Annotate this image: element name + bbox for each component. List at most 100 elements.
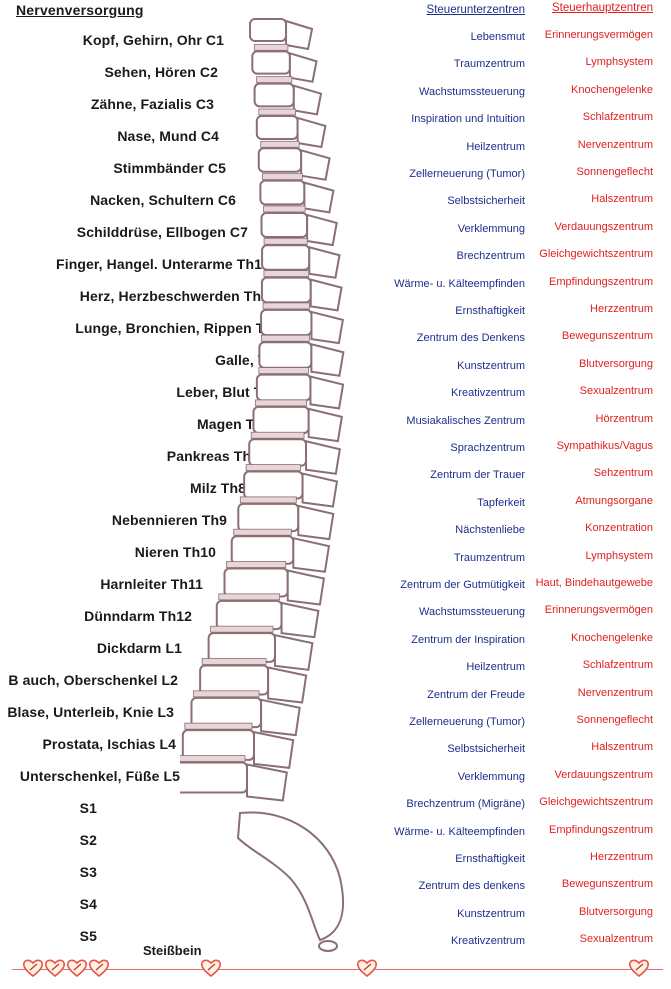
middle-item: Kunstzentrum [335, 908, 525, 920]
spinous-process [293, 538, 329, 572]
intervertebral-disc [259, 109, 296, 115]
vertebra-body [232, 536, 294, 564]
spinous-process [303, 474, 337, 507]
vertebra-body [249, 439, 306, 466]
intervertebral-disc [202, 659, 266, 665]
right-item: Blutversorgung [503, 906, 653, 918]
right-item: Schlafzentrum [503, 111, 653, 123]
middle-item: Tapferkeit [335, 497, 525, 509]
intervertebral-disc [257, 77, 292, 83]
coccyx-label: Steißbein [143, 943, 202, 958]
heart-icon [44, 958, 66, 978]
middle-item: Kreativzentrum [335, 935, 525, 947]
middle-item: Sprachzentrum [335, 442, 525, 454]
vertebra-body [244, 472, 302, 499]
intervertebral-disc [262, 174, 302, 180]
middle-item: Brechzentrum (Migräne) [335, 798, 525, 810]
right-item: Bewegunszentrum [503, 330, 653, 342]
right-item: Lymphsystem [503, 550, 653, 562]
heart-icon [200, 958, 222, 978]
middle-item: Verklemmung [335, 771, 525, 783]
right-item: Halszentrum [503, 741, 653, 753]
right-item: Verdauungszentrum [503, 769, 653, 781]
middle-item: Heilzentrum [335, 141, 525, 153]
vertebra-body [260, 181, 304, 205]
middle-item: Wachstumssteuerung [335, 86, 525, 98]
spinous-process [254, 732, 293, 768]
right-item: Verdauungszentrum [503, 221, 653, 233]
middle-item: Zentrum der Freude [335, 689, 525, 701]
intervertebral-disc [240, 497, 296, 503]
spinous-process [288, 571, 324, 605]
right-item: Empfindungszentrum [503, 824, 653, 836]
spinous-process [294, 86, 321, 115]
vertebra-body [257, 116, 298, 139]
left-label: S4 [80, 896, 97, 912]
right-item: Atmungsorgane [503, 495, 653, 507]
vertebra-body [259, 342, 311, 368]
heart-icon [356, 958, 378, 978]
vertebra-body [225, 569, 288, 597]
middle-item: Zentrum der Inspiration [335, 634, 525, 646]
middle-item: Ernsthaftigkeit [335, 853, 525, 865]
middle-item: Selbstsicherheit [335, 743, 525, 755]
middle-item: Zellerneuerung (Tumor) [335, 716, 525, 728]
middle-item: Ernsthaftigkeit [335, 305, 525, 317]
right-item: Bewegunszentrum [503, 878, 653, 890]
right-item: Nervenzentrum [503, 139, 653, 151]
vertebra-body [262, 278, 311, 303]
left-label: B auch, Oberschenkel L2 [8, 672, 178, 688]
middle-item: Inspiration und Intuition [335, 113, 525, 125]
heart-icon [66, 958, 88, 978]
right-item: Gleichgewichtszentrum [503, 796, 653, 808]
intervertebral-disc [263, 303, 309, 309]
vertebra-body [252, 51, 290, 73]
right-item: Schlafzentrum [503, 659, 653, 671]
middle-item: Zellerneuerung (Tumor) [335, 168, 525, 180]
middle-item: Traumzentrum [335, 552, 525, 564]
middle-item: Kunstzentrum [335, 360, 525, 372]
middle-item: Zentrum des Denkens [335, 332, 525, 344]
intervertebral-disc [246, 465, 300, 471]
intervertebral-disc [254, 44, 288, 50]
right-item: Nervenzentrum [503, 687, 653, 699]
intervertebral-disc [251, 432, 304, 438]
spinous-process [298, 118, 326, 147]
vertebra-body [209, 633, 275, 662]
spinous-process [290, 53, 317, 81]
left-label: Unterschenkel, Füße L5 [20, 768, 180, 784]
spinous-process [268, 668, 306, 703]
middle-item: Kreativzentrum [335, 387, 525, 399]
vertebra-body [217, 601, 282, 629]
right-item: Gleichgewichtszentrum [503, 248, 653, 260]
intervertebral-disc [264, 238, 307, 244]
vertebra-body [262, 245, 309, 269]
right-item: Lymphsystem [503, 56, 653, 68]
vertebra-body [259, 148, 301, 171]
intervertebral-disc [261, 335, 309, 341]
left-label: S2 [80, 832, 97, 848]
middle-item: Lebensmut [335, 31, 525, 43]
left-label: Prostata, Ischias L4 [42, 736, 176, 752]
right-item: Halszentrum [503, 193, 653, 205]
middle-item: Selbstsicherheit [335, 195, 525, 207]
right-item: Konzentration [503, 522, 653, 534]
right-item: Erinnerungsvermögen [503, 29, 653, 41]
heart-icon [22, 958, 44, 978]
intervertebral-disc [261, 141, 299, 147]
intervertebral-disc [255, 400, 306, 406]
right-item: Hörzentrum [503, 413, 653, 425]
right-item: Empfindungszentrum [503, 276, 653, 288]
right-item: Haut, Bindehautgewebe [503, 577, 653, 589]
right-column-header: Steuerhauptzentren [503, 2, 653, 14]
right-item: Blutversorgung [503, 358, 653, 370]
right-item: Knochengelenke [503, 632, 653, 644]
right-item: Erinnerungsvermögen [503, 604, 653, 616]
page-title: Nervenversorgung [16, 2, 144, 18]
middle-item: Traumzentrum [335, 58, 525, 70]
intervertebral-disc [193, 691, 259, 697]
vertebra-body [180, 762, 247, 792]
vertebra-body [200, 666, 268, 695]
middle-item: Wärme- u. Kälteempfinden [335, 278, 525, 290]
middle-item: Nächstenliebe [335, 524, 525, 536]
